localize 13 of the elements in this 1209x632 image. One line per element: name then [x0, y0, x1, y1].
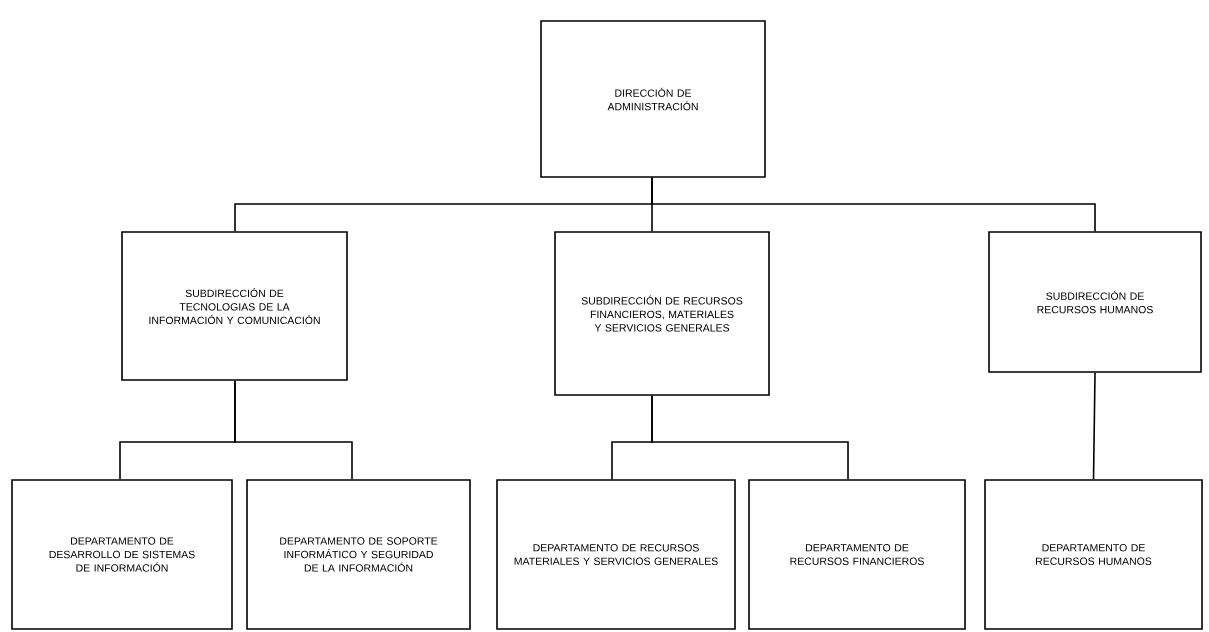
connector-line	[1092, 372, 1096, 480]
org-box: DEPARTAMENTO DE RECURSOS HUMANOS	[984, 479, 1203, 630]
connector-line	[651, 395, 849, 480]
org-box: DEPARTAMENTO DE RECURSOS FINANCIEROS	[748, 479, 966, 630]
org-box: SUBDIRECCIÓN DE RECURSOS FINANCIEROS, MATERIALES Y SERVICIOS GENERALES	[554, 231, 770, 396]
connector-line	[234, 380, 353, 480]
org-box: SUBDIRECCIÓN DE TECNOLOGIAS DE LA INFORMACIÓN Y COMUNICACIÓN	[121, 231, 348, 381]
org-box: SUBDIRECCIÓN DE RECURSOS HUMANOS	[988, 231, 1202, 373]
org-box: DEPARTAMENTO DE RECURSOS MATERIALES Y SERVICIOS GENERALES	[496, 479, 736, 630]
org-box: DIRECCIÓN DE ADMINISTRACIÓN	[540, 20, 766, 178]
org-box: DEPARTAMENTO DE SOPORTE INFORMÁTICO Y SEGURIDAD DE LA INFORMACIÓN	[246, 479, 471, 630]
org-box: DEPARTAMENTO DE DESARROLLO DE SISTEMAS DE INFORMACIÓN	[11, 479, 233, 630]
connector-line	[651, 177, 1096, 232]
